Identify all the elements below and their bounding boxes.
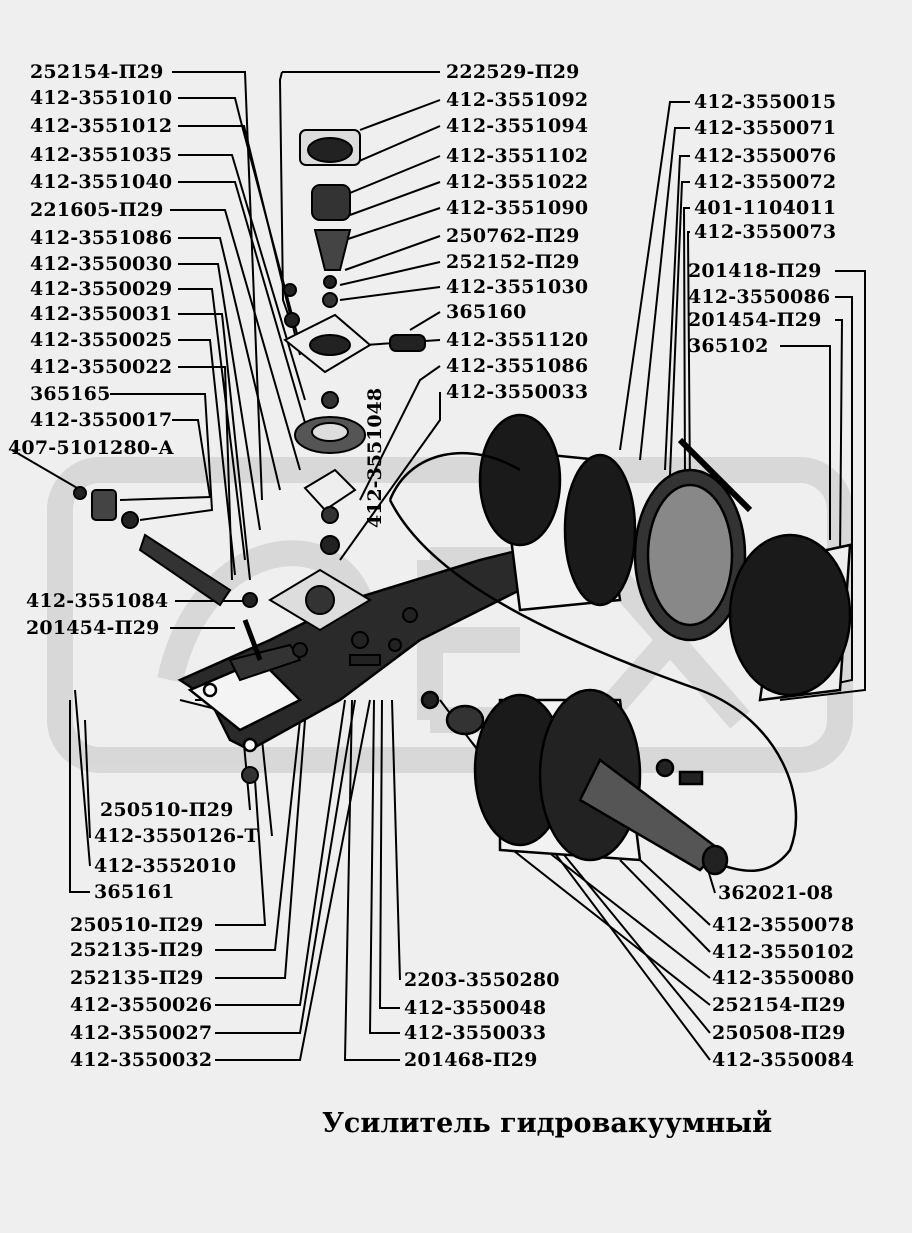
part-label-left-3: 412-3551035 bbox=[30, 144, 173, 166]
part-label-bottom-right-2: 412-3550102 bbox=[712, 941, 855, 963]
part-label-bottom-left-4: 250510-П29 bbox=[70, 914, 204, 936]
part-label-left-1: 412-3551010 bbox=[30, 87, 173, 109]
part-label-left-13: 412-3550017 bbox=[30, 409, 173, 431]
part-label-right-top-2: 412-3550076 bbox=[694, 145, 837, 167]
part-label-center-4: 412-3551022 bbox=[446, 171, 589, 193]
part-label-center-0: 222529-П29 bbox=[446, 61, 580, 83]
part-label-vertical: 412-3551048 bbox=[364, 387, 386, 528]
part-label-left-9: 412-3550031 bbox=[30, 303, 173, 325]
air-filter bbox=[388, 413, 852, 872]
vacuum-chamber bbox=[420, 688, 729, 876]
part-label-bottom-left-3: 365161 bbox=[94, 881, 175, 903]
part-label-left-2: 412-3551012 bbox=[30, 115, 173, 137]
part-label-right-mid-1: 412-3550086 bbox=[688, 286, 831, 308]
part-label-bottom-left-7: 412-3550026 bbox=[70, 994, 213, 1016]
part-label-center-12: 412-3550033 bbox=[446, 381, 589, 403]
part-label-bottom-right-5: 250508-П29 bbox=[712, 1022, 846, 1044]
part-label-right-top-1: 412-3550071 bbox=[694, 117, 837, 139]
part-label-bottom-left-5: 252135-П29 bbox=[70, 939, 204, 961]
part-label-right-top-4: 401-1104011 bbox=[694, 197, 837, 219]
leader-lines bbox=[11, 71, 866, 1061]
part-label-center-1: 412-3551092 bbox=[446, 89, 589, 111]
part-label-right-top-3: 412-3550072 bbox=[694, 171, 837, 193]
part-label-center-11: 412-3551086 bbox=[446, 355, 589, 377]
part-label-center-10: 412-3551120 bbox=[446, 329, 589, 351]
part-label-left-7: 412-3550030 bbox=[30, 253, 173, 275]
part-label-center-5: 412-3551090 bbox=[446, 197, 589, 219]
hydraulic-cylinder bbox=[73, 486, 302, 784]
fasteners bbox=[292, 607, 418, 666]
part-label-bottom-right-6: 412-3550084 bbox=[712, 1049, 855, 1071]
part-label-center-7: 252152-П29 bbox=[446, 251, 580, 273]
control-valve bbox=[268, 129, 426, 632]
part-label-right-mid-2: 201454-П29 bbox=[688, 309, 822, 331]
part-label-center-6: 250762-П29 bbox=[446, 225, 580, 247]
part-label-right-top-5: 412-3550073 bbox=[694, 221, 837, 243]
part-label-center-3: 412-3551102 bbox=[446, 145, 589, 167]
part-label-left-5: 221605-П29 bbox=[30, 199, 164, 221]
part-label-left-16: 201454-П29 bbox=[26, 617, 160, 639]
part-label-bottom-left-6: 252135-П29 bbox=[70, 967, 204, 989]
diagram-title: Усилитель гидровакуумный bbox=[322, 1108, 773, 1139]
part-label-bottom-right-0: 362021-08 bbox=[718, 882, 834, 904]
part-label-left-10: 412-3550025 bbox=[30, 329, 173, 351]
part-label-right-top-0: 412-3550015 bbox=[694, 91, 837, 113]
part-label-left-14: 407-5101280-А bbox=[8, 437, 175, 459]
bracket bbox=[177, 538, 583, 753]
part-label-bottom-right-1: 412-3550078 bbox=[712, 914, 855, 936]
part-label-bottom-right-3: 412-3550080 bbox=[712, 967, 855, 989]
part-label-left-12: 365165 bbox=[30, 383, 111, 405]
part-label-bottom-left-0: 250510-П29 bbox=[100, 799, 234, 821]
part-label-left-8: 412-3550029 bbox=[30, 278, 173, 300]
part-label-right-mid-0: 201418-П29 bbox=[688, 260, 822, 282]
part-label-bottom-left-8: 412-3550027 bbox=[70, 1022, 213, 1044]
part-label-bottom-left-1: 412-3550126-Т bbox=[94, 825, 259, 847]
part-label-bottom-center-3: 201468-П29 bbox=[404, 1049, 538, 1071]
part-label-bottom-center-1: 412-3550048 bbox=[404, 997, 547, 1019]
part-label-left-11: 412-3550022 bbox=[30, 356, 173, 378]
part-label-bottom-center-2: 412-3550033 bbox=[404, 1022, 547, 1044]
part-label-bottom-right-4: 252154-П29 bbox=[712, 994, 846, 1016]
part-label-left-0: 252154-П29 bbox=[30, 61, 164, 83]
part-label-bottom-center-0: 2203-3550280 bbox=[404, 969, 560, 991]
part-label-bottom-left-2: 412-3552010 bbox=[94, 855, 237, 877]
part-label-left-15: 412-3551084 bbox=[26, 590, 169, 612]
part-label-center-2: 412-3551094 bbox=[446, 115, 589, 137]
part-label-center-8: 412-3551030 bbox=[446, 276, 589, 298]
part-label-right-mid-3: 365102 bbox=[688, 335, 769, 357]
part-label-bottom-left-9: 412-3550032 bbox=[70, 1049, 213, 1071]
part-label-center-9: 365160 bbox=[446, 301, 527, 323]
part-label-left-4: 412-3551040 bbox=[30, 171, 173, 193]
part-label-left-6: 412-3551086 bbox=[30, 227, 173, 249]
